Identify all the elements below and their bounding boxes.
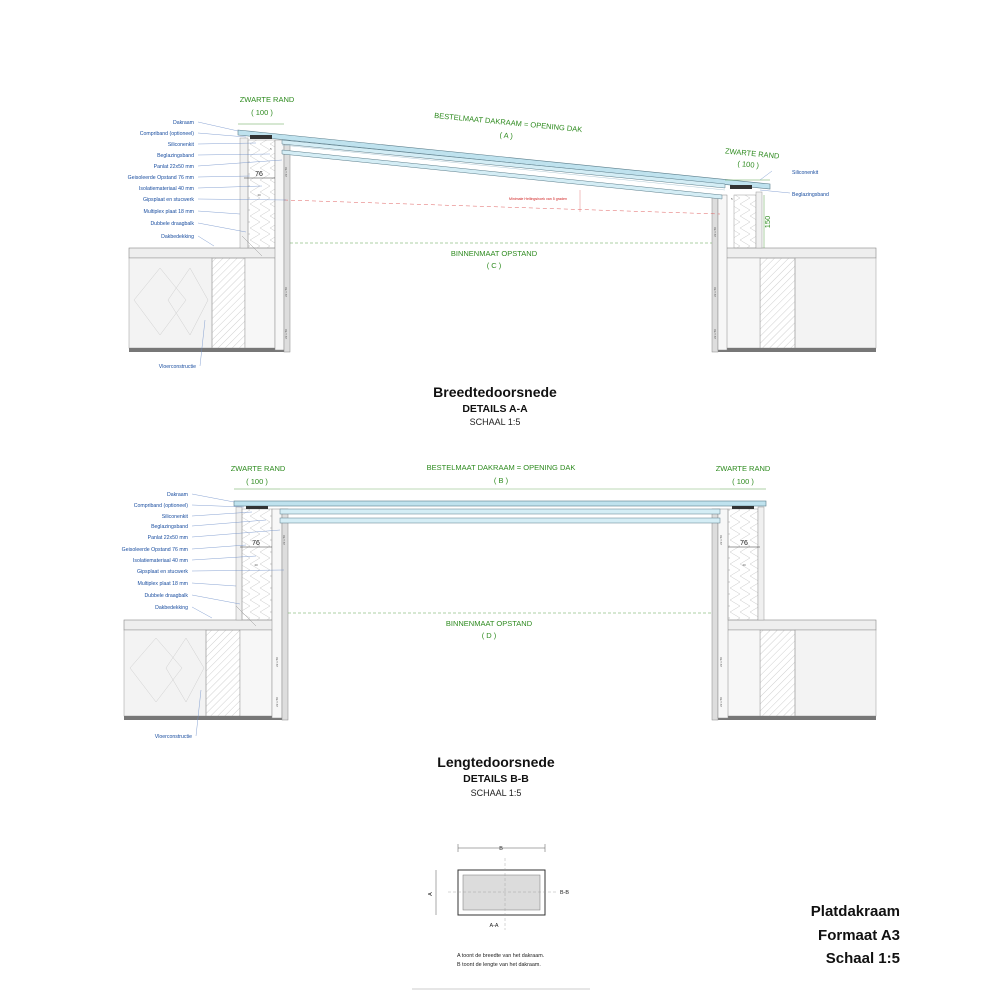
label-siliconenkit-bb: Siliconenkit [162,514,189,520]
dim-76-right-bb: 76 [740,540,748,547]
zwarte-rand-left-aa: ZWARTE RAND [240,95,295,104]
right-upstand-bb [711,506,765,721]
label-multiplex-bb: Multiplex plaat 18 mm [138,581,188,587]
label-dakbedekking-bb: Dakbedekking [155,605,188,611]
title-aa: Breedtedoorsnede [433,384,557,400]
left-leader-lines-bb [191,493,285,737]
label-compriband-aa: Compriband (optioneel) [140,131,194,137]
key-cut-aa: A-A [490,923,499,929]
zwarte-rand-right-dim-aa: ( 100 ) [737,159,760,170]
left-upstand-bb [235,506,289,721]
label-siliconenkit-aa: Siliconenkit [168,142,195,148]
key-note-1: A toont de breedte van het dakraam. [457,953,544,959]
label-vloerconstructie-aa: Vloerconstructie [159,364,196,370]
right-floor-construction [712,247,877,352]
post-mark-bb-1: 22 x 50 [282,535,286,545]
key-note-2: B toont de lengte van het dakraam. [457,962,541,968]
post-mark-bb-3: 22 x 50 [275,697,279,707]
binnenmaat-aa: BINNENMAAT OPSTAND [451,249,538,258]
scale-aa: SCHAAL 1:5 [470,417,521,427]
section-aa: Dakraam Compriband (optioneel) Siliconen… [128,95,877,427]
slope-note-aa: Minimale Hellingshoek van 5 graden [509,197,567,201]
post-mark-aa-right-1: 22 x 50 [713,227,717,237]
label-dakraam-bb: Dakraam [167,492,188,498]
post-mark-aa-2: 22 x 50 [284,287,288,297]
label-gipsplaat-bb: Gipsplaat en stucwerk [137,569,188,575]
dim-40-left-bb: 40 [254,563,258,567]
label-vloerconstructie-bb: Vloerconstructie [155,734,192,740]
subtitle-bb: DETAILS B-B [463,773,529,785]
label-dakbedekking-aa: Dakbedekking [161,234,194,240]
subtitle-aa: DETAILS A-A [462,403,528,415]
flat-skylight-glazing [233,500,767,524]
dim-40-aa: 40 [257,193,261,197]
left-leader-lines [197,121,791,367]
left-upstand [239,137,291,353]
label-dakraam-aa: Dakraam [173,120,194,126]
key-dim-b: B [499,846,503,852]
dim-76-aa: 76 [255,171,263,178]
left-floor-construction [128,247,289,352]
bestelmaat-dim-bb: ( B ) [494,476,509,485]
label-gipsplaat-aa: Gipsplaat en stucwerk [143,197,194,203]
dim-76-left-bb: 76 [252,540,260,547]
zwarte-rand-right-aa: ZWARTE RAND [725,146,781,160]
sloped-skylight-glazing [237,129,771,200]
key-cut-bb: B-B [560,890,569,896]
label-beglazingsband-right-aa: Beglazingsband [792,192,829,198]
dim-150-aa: 150 [763,216,772,229]
bestelmaat-bb: BESTELMAAT DAKRAAM = OPENING DAK [427,463,576,472]
label-isolatie-aa: Isolatiemateriaal 40 mm [139,186,194,192]
label-beglazingsband-bb: Beglazingsband [151,524,188,530]
minimum-slope-line [283,199,721,215]
post-mark-aa-right-2: 22 x 50 [713,287,717,297]
title-block-line-3: Schaal 1:5 [826,950,900,967]
right-floor-construction-bb [712,619,877,720]
zwarte-rand-left-dim-aa: ( 100 ) [251,108,273,117]
left-floor-construction-bb [123,619,288,720]
post-mark-bb-2: 22 x 50 [275,657,279,667]
binnenmaat-dim-bb: ( D ) [482,631,497,640]
label-draagbalk-bb: Dubbele draagbalk [144,593,188,599]
post-mark-aa-3: 22 x 50 [284,329,288,339]
title-bb: Lengtedoorsnede [437,754,555,770]
label-opstand-bb: Geisoleerde Opstand 76 mm [122,547,188,553]
label-beglazingsband-aa: Beglazingsband [157,153,194,159]
label-isolatie-bb: Isolatiemateriaal 40 mm [133,558,188,564]
key-dim-a: A [428,892,434,896]
title-block-line-2: Formaat A3 [818,927,900,944]
key-plan: B A B-B A-A A toont de breedte van het d… [412,844,590,990]
label-opstand-aa: Geisoleerde Opstand 76 mm [128,175,194,181]
post-mark-bb-right-2: 22 x 50 [719,657,723,667]
dim-5-left-aa: 5 [270,147,272,151]
zwarte-rand-right-dim-bb: ( 100 ) [732,477,754,486]
dim-40-right-bb: 40 [742,563,746,567]
binnenmaat-dim-aa: ( C ) [487,261,502,270]
title-block: Platdakraam Formaat A3 Schaal 1:5 [811,903,900,967]
post-mark-aa-1: 22 x 50 [284,167,288,177]
post-mark-aa-right-3: 22 x 50 [713,329,717,339]
zwarte-rand-left-bb: ZWARTE RAND [231,464,286,473]
dim-5-right-aa: 5 [731,197,733,201]
bestelmaat-dim-aa: ( A ) [499,130,514,140]
label-panlat-aa: Panlat 22x50 mm [154,164,194,170]
zwarte-rand-left-dim-bb: ( 100 ) [246,477,268,486]
right-upstand [711,191,763,353]
zwarte-rand-right-bb: ZWARTE RAND [716,464,771,473]
label-panlat-bb: Panlat 22x50 mm [148,535,188,541]
label-draagbalk-aa: Dubbele draagbalk [150,221,194,227]
label-multiplex-aa: Multiplex plaat 18 mm [144,209,194,215]
binnenmaat-bb: BINNENMAAT OPSTAND [446,619,533,628]
label-siliconenkit-right-aa: Siliconenkit [792,170,819,176]
post-mark-bb-right-3: 22 x 50 [719,697,723,707]
post-mark-bb-right-1: 22 x 50 [719,535,723,545]
title-block-line-1: Platdakraam [811,903,900,920]
section-bb: Dakraam Compriband (optioneel) Siliconen… [122,463,877,798]
scale-bb: SCHAAL 1:5 [471,788,522,798]
label-compriband-bb: Compriband (optioneel) [134,503,188,509]
